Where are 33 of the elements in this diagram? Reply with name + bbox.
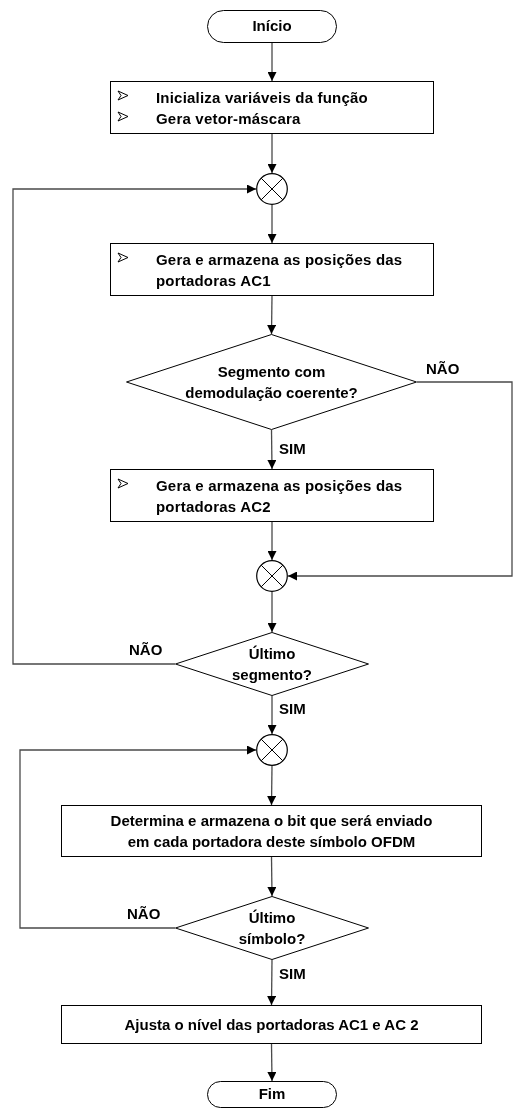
process-text: Ajusta o nível das portadoras AC1 e AC 2 [124,1015,419,1035]
process-box [61,1005,482,1044]
terminal-box [207,1081,337,1108]
arrow [267,42,277,82]
arrow [267,429,277,470]
process-text: Gera e armazena as posições das portadoras AC1 [156,249,404,291]
process-text: Inicializa variáveis da função [156,87,368,108]
arrow [267,1043,277,1082]
process-box [110,81,434,134]
terminal-text: Fim [258,1084,286,1105]
process-box [61,805,482,857]
arrow [267,591,277,633]
arrow [19,745,257,929]
arrow [267,521,277,561]
decision-text: Último símbolo? [237,908,307,949]
terminal-text: Início [252,16,292,37]
arrow [12,184,257,665]
arrow [287,381,513,581]
process-box [110,243,434,296]
arrow [267,204,277,244]
process-box [110,469,434,522]
decision-text: Último segmento? [231,644,313,685]
process-text: Determina e armazena o bit que será enviado em cada portadora deste símbolo OFDM [109,811,434,852]
process-text: Gera e armazena as posições das portadoras AC2 [156,475,404,517]
process-text: Gera vetor-máscara [156,108,301,129]
terminal-box [207,10,337,43]
arrow [267,856,277,897]
decision-text: Segmento com demodulação coerente? [184,362,359,403]
arrow [267,295,277,335]
arrow [267,765,277,806]
arrow [267,959,277,1006]
arrow [267,133,277,174]
arrow [267,695,277,735]
